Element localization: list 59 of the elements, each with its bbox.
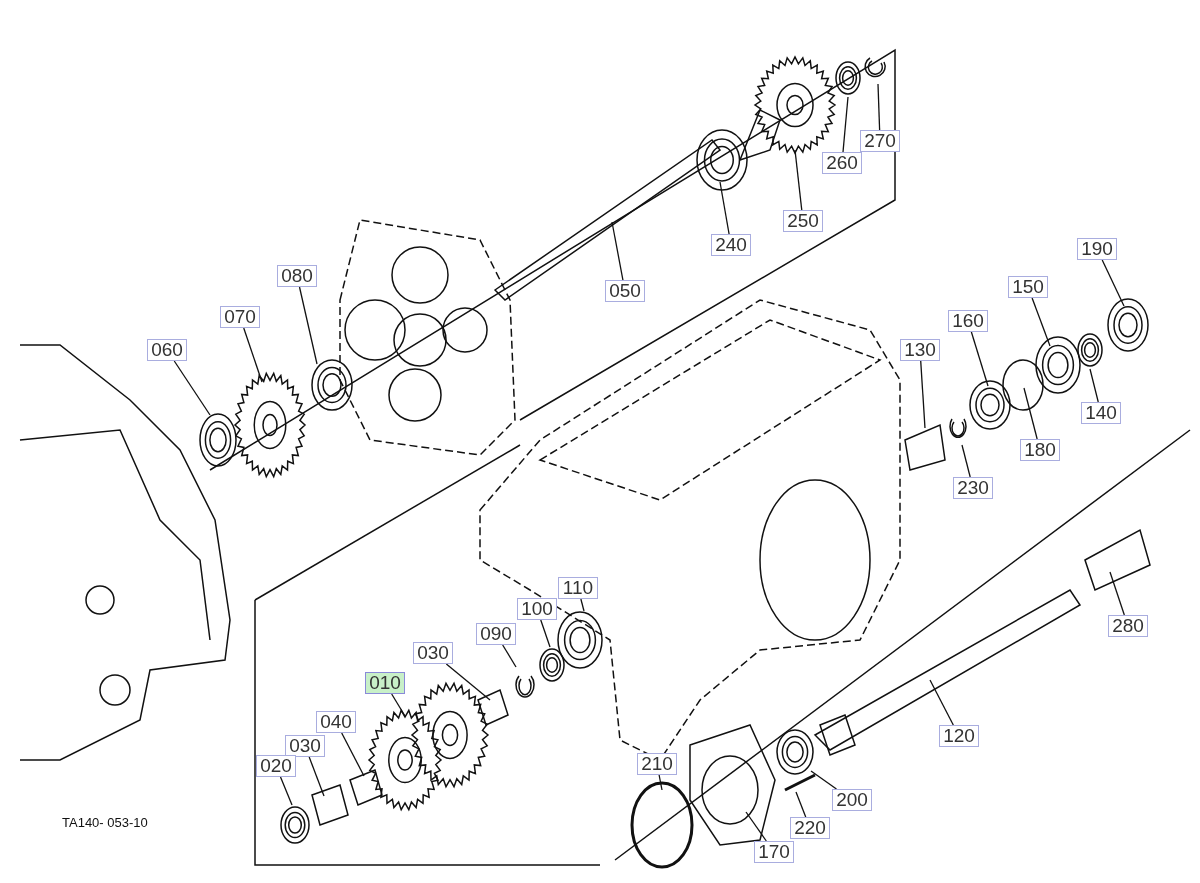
leader-line [1109,571,1125,616]
leader-line [243,327,263,383]
leader-line [929,679,954,726]
callout-number: 030 [285,735,325,757]
callout-number: 030 [413,642,453,664]
leader-line [279,776,293,806]
callout-number: 280 [1108,615,1148,637]
callout-number: 020 [256,755,296,777]
callout-number: 070 [220,306,260,328]
callout-number: 130 [900,339,940,361]
leader-line [298,286,318,365]
callout-number: 270 [860,130,900,152]
leader-line [1101,259,1125,307]
callout-number: 220 [790,817,830,839]
callout-number: 080 [277,265,317,287]
callout-number: 140 [1081,402,1121,424]
leader-line [842,96,849,153]
leader-line [540,619,551,648]
callout-number: 150 [1008,276,1048,298]
callout-number: 100 [517,598,557,620]
leader-line [341,732,365,777]
leader-line [1089,368,1099,403]
drawing-number: TA140- 053-10 [62,815,148,830]
leader-line [961,444,971,478]
leader-line [920,360,926,429]
leader-line [795,791,807,818]
leader-line [719,181,730,235]
callout-number: 120 [939,725,979,747]
callout-number: 040 [316,711,356,733]
leader-line [877,83,881,131]
leader-line [745,811,767,842]
callout-number: 170 [754,841,794,863]
callout-number: 230 [953,477,993,499]
leader-line [794,149,803,211]
callout-number: 110 [558,577,598,599]
callout-number: 180 [1020,439,1060,461]
callout-number: 190 [1077,238,1117,260]
callout-number: 200 [832,789,872,811]
leader-line [810,770,838,790]
callout-number: 160 [948,310,988,332]
leader-line [611,221,624,281]
callout-number: 060 [147,339,187,361]
leader-line [1031,297,1051,347]
leader-line [970,331,989,387]
leader-line [502,644,517,668]
callout-number: 010 [365,672,405,694]
callout-number: 210 [637,753,677,775]
leader-line [308,756,325,797]
leader-line [391,693,406,717]
callout-number: 250 [783,210,823,232]
leader-line [173,360,211,416]
callout-number: 240 [711,234,751,256]
callout-number: 090 [476,623,516,645]
leader-line [580,598,585,612]
callout-number: 050 [605,280,645,302]
leader-line [658,774,663,791]
callout-number: 260 [822,152,862,174]
leader-line [1023,387,1038,440]
leader-line [445,663,491,701]
